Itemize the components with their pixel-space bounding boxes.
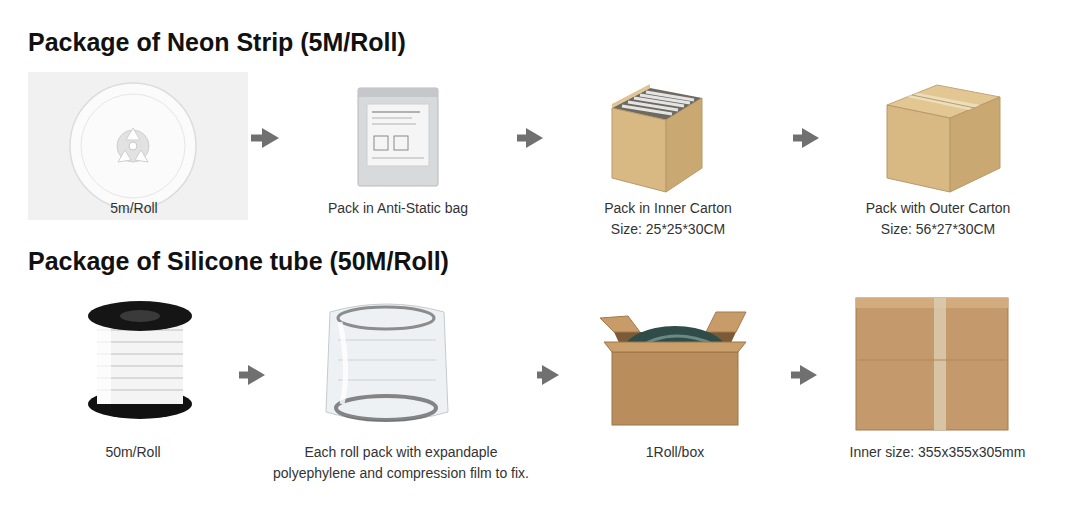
- wrapped-roll-illustration-part-part: [338, 379, 436, 381]
- tube-reel-illustration: [88, 301, 192, 419]
- reel-illustration: [28, 72, 248, 220]
- big-carton-illustration: [856, 298, 1008, 430]
- big-carton-illustration-part: [934, 298, 946, 430]
- wrapped-roll-illustration-part: [338, 340, 436, 380]
- open-box-illustration-part: [706, 312, 746, 332]
- caption-block: Inner size: 355x355x305mm: [820, 442, 1055, 463]
- step-caption: Size: 56*27*30CM: [822, 219, 1054, 240]
- wrapped-roll-illustration: [326, 304, 448, 421]
- big-carton-illustration-part: [856, 298, 1008, 430]
- step-caption: Inner size: 355x355x305mm: [820, 442, 1055, 463]
- step-caption: 50m/Roll: [30, 442, 236, 463]
- bag-illustration-part: [372, 124, 416, 125]
- inner-carton-illustration: [612, 84, 702, 192]
- bag-illustration-part: [372, 118, 412, 119]
- open-box-illustration-part: [604, 342, 746, 352]
- big-carton-illustration-part: [856, 360, 1008, 361]
- bag-illustration-part: [374, 136, 388, 150]
- step-caption: Each roll pack with expandaple polyephyl…: [268, 442, 534, 484]
- outer-carton-illustration-part: [887, 105, 950, 192]
- caption-block: Pack with Outer CartonSize: 56*27*30CM: [822, 198, 1054, 240]
- inner-carton-illustration-part: [612, 84, 650, 108]
- package-step: Pack in Anti-Static bag: [282, 70, 514, 240]
- bag-illustration-part: [372, 158, 424, 159]
- step-caption: 5m/Roll: [20, 198, 248, 219]
- step-caption: Pack in Anti-Static bag: [282, 198, 514, 219]
- bag-illustration-part: [394, 136, 408, 150]
- flow-arrow: [517, 135, 526, 142]
- caption-block: Each roll pack with expandaple polyephyl…: [268, 442, 534, 484]
- step-caption: Pack with Outer Carton: [822, 198, 1054, 219]
- reel-illustration-part: [129, 142, 137, 150]
- flow-arrow: [791, 372, 800, 379]
- wrapped-roll-illustration-part: [340, 322, 346, 404]
- package-step: Each roll pack with expandaple polyephyl…: [268, 290, 534, 490]
- wrapped-roll-illustration-part-part: [338, 359, 436, 361]
- package-step: 5m/Roll: [20, 70, 248, 240]
- reel-illustration-part: [28, 72, 248, 220]
- flow-arrow: [537, 372, 542, 379]
- reel-illustration-part: [118, 150, 131, 162]
- bag-illustration-part: [358, 88, 438, 97]
- inner-carton-illustration-part: [612, 108, 666, 192]
- flow-arrow: [793, 135, 802, 142]
- tube-reel-illustration-part: [120, 310, 160, 322]
- package-step: Inner size: 355x355x305mm: [820, 290, 1055, 490]
- big-carton-illustration-part: [856, 298, 1008, 308]
- package-step: Pack in Inner CartonSize: 25*25*30CM: [546, 70, 790, 244]
- caption-block: Pack in Anti-Static bag: [282, 198, 514, 219]
- wrapped-roll-illustration-part-part: [338, 339, 436, 341]
- flow-arrow: [251, 135, 262, 142]
- caption-block: 5m/Roll: [20, 198, 248, 219]
- outer-carton-illustration-part: [907, 93, 980, 110]
- caption-block: Pack in Inner CartonSize: 25*25*30CM: [546, 198, 790, 240]
- caption-block: 1Roll/box: [562, 442, 788, 463]
- reel-illustration-part: [135, 150, 148, 162]
- bag-illustration-part: [358, 88, 438, 186]
- step-caption: 1Roll/box: [562, 442, 788, 463]
- outer-carton-illustration-part: [950, 97, 1000, 192]
- step-caption: Size: 25*25*30CM: [546, 219, 790, 240]
- package-step: 1Roll/box: [562, 290, 788, 490]
- open-box-illustration-part: [612, 352, 738, 425]
- inner-carton-illustration-part: [666, 98, 702, 192]
- reel-illustration-part: [81, 94, 185, 198]
- inner-carton-illustration-part: [646, 92, 694, 100]
- step-caption: Pack in Inner Carton: [546, 198, 790, 219]
- section-heading: Package of Silicone tube (50M/Roll): [28, 247, 449, 276]
- wrapped-roll-illustration-part: [336, 396, 436, 420]
- tube-reel-illustration-part: [88, 301, 192, 331]
- outer-carton-illustration-part: [912, 95, 975, 108]
- package-step: 50m/Roll: [30, 290, 236, 490]
- caption-block: 50m/Roll: [30, 442, 236, 463]
- package-step: Pack with Outer CartonSize: 56*27*30CM: [822, 70, 1054, 244]
- open-box-illustration: [600, 312, 746, 425]
- bag-illustration-part: [367, 104, 429, 166]
- tube-reel-illustration-part: [97, 318, 111, 404]
- bag-illustration: [358, 88, 438, 186]
- bag-illustration-part: [372, 111, 420, 113]
- outer-carton-illustration: [887, 85, 1000, 192]
- section-heading: Package of Neon Strip (5M/Roll): [28, 28, 406, 57]
- reel-illustration-part: [70, 83, 196, 209]
- wrapped-roll-illustration-part: [338, 307, 434, 329]
- wrapped-roll-illustration-part: [326, 304, 448, 421]
- flow-arrow: [239, 372, 248, 379]
- reel-illustration-part: [126, 128, 140, 140]
- open-box-illustration-part: [600, 316, 640, 332]
